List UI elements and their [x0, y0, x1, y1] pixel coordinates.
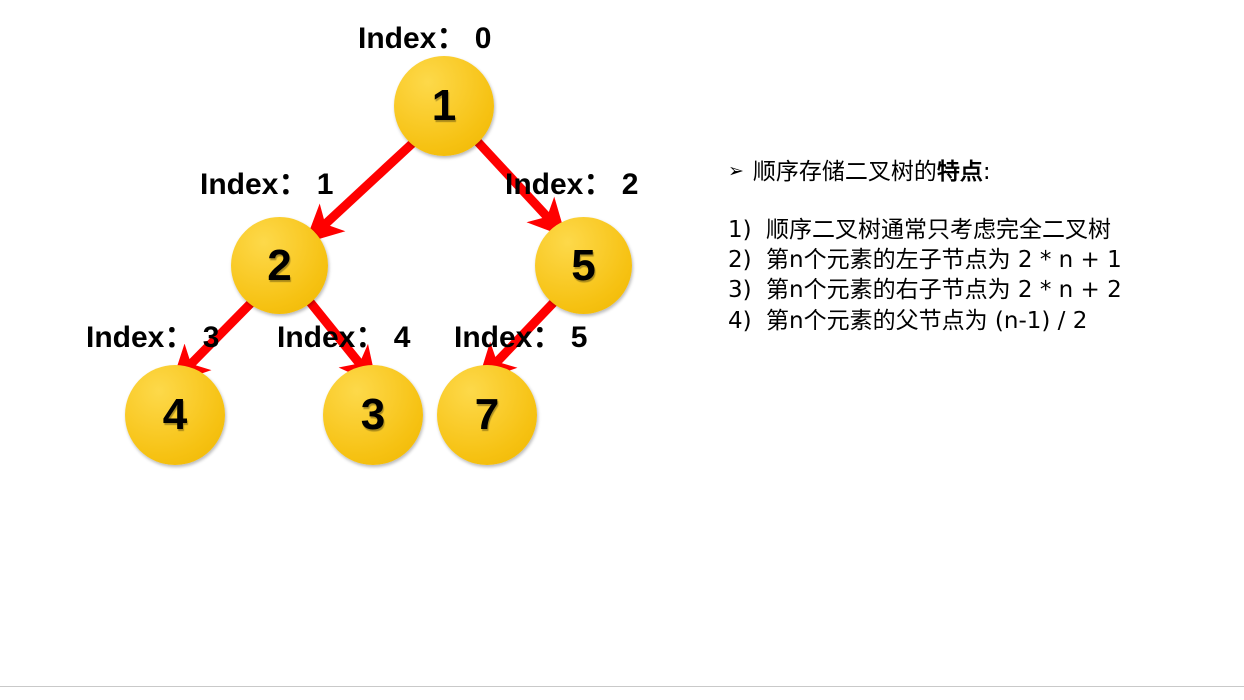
tree-node-value: 2: [267, 240, 292, 290]
notes-heading-plain: 顺序存储二叉树的: [752, 159, 937, 185]
list-item-text: 第n个元素的父节点为 (n-1) / 2: [766, 307, 1088, 334]
list-item: 1) 顺序二叉树通常只考虑完全二叉树: [728, 215, 1228, 245]
tree-node-value: 4: [162, 390, 188, 439]
edge-1-to-5: [472, 136, 567, 238]
tree-node-left-right[interactable]: 3: [323, 365, 423, 465]
tree-node-value: 5: [571, 240, 596, 290]
list-item: 3) 第n个元素的右子节点为 2 * n + 2: [728, 275, 1228, 305]
tree-node-left-left[interactable]: 4: [125, 365, 225, 465]
index-label-2: Index： 2: [505, 168, 639, 201]
index-label-1: Index： 1: [200, 168, 334, 201]
edge-5-to-7: [477, 296, 560, 382]
list-item-marker: 4): [728, 307, 752, 334]
index-label-0: Index： 0: [358, 22, 492, 55]
notes-panel: ➢ 顺序存储二叉树的特点: 1) 顺序二叉树通常只考虑完全二叉树 2) 第n个元素…: [728, 158, 1228, 336]
tree-node-right-left[interactable]: 7: [437, 365, 537, 465]
list-item: 2) 第n个元素的左子节点为 2 * n + 1: [728, 245, 1228, 275]
tree-node-left[interactable]: 2: [231, 217, 328, 314]
notes-heading-bold: 特点: [936, 159, 983, 185]
binary-tree-diagram: Index： 0 Index： 1 Index： 2 Index： 3 Inde…: [86, 22, 639, 465]
list-item-marker: 2): [728, 247, 752, 274]
index-label-5: Index： 5: [454, 321, 588, 354]
list-item-marker: 3): [728, 277, 752, 304]
tree-node-right[interactable]: 5: [535, 217, 632, 314]
list-item-marker: 1): [728, 216, 752, 243]
footer-divider: [0, 686, 1244, 687]
tree-node-root[interactable]: 1: [394, 56, 494, 156]
tree-node-value: 3: [360, 390, 386, 439]
index-label-3: Index： 3: [86, 321, 220, 354]
notes-heading: ➢ 顺序存储二叉树的特点:: [728, 158, 1228, 187]
notes-list: 1) 顺序二叉树通常只考虑完全二叉树 2) 第n个元素的左子节点为 2 * n …: [728, 215, 1228, 336]
index-label-4: Index： 4: [277, 321, 411, 354]
edge-2-to-3: [306, 299, 377, 386]
list-item-text: 第n个元素的右子节点为 2 * n + 2: [766, 277, 1122, 304]
list-item-text: 第n个元素的左子节点为 2 * n + 1: [766, 247, 1122, 274]
tree-node-value: 7: [474, 390, 500, 439]
notes-heading-tail: :: [982, 159, 991, 185]
list-item-text: 顺序二叉树通常只考虑完全二叉树: [766, 216, 1111, 243]
tree-node-value: 1: [431, 81, 457, 130]
edge-1-to-2: [304, 136, 420, 244]
arrow-bullet-icon: ➢: [728, 160, 744, 182]
tree-edges: [171, 136, 567, 386]
list-item: 4) 第n个元素的父节点为 (n-1) / 2: [728, 306, 1228, 336]
edge-2-to-4: [171, 298, 256, 384]
